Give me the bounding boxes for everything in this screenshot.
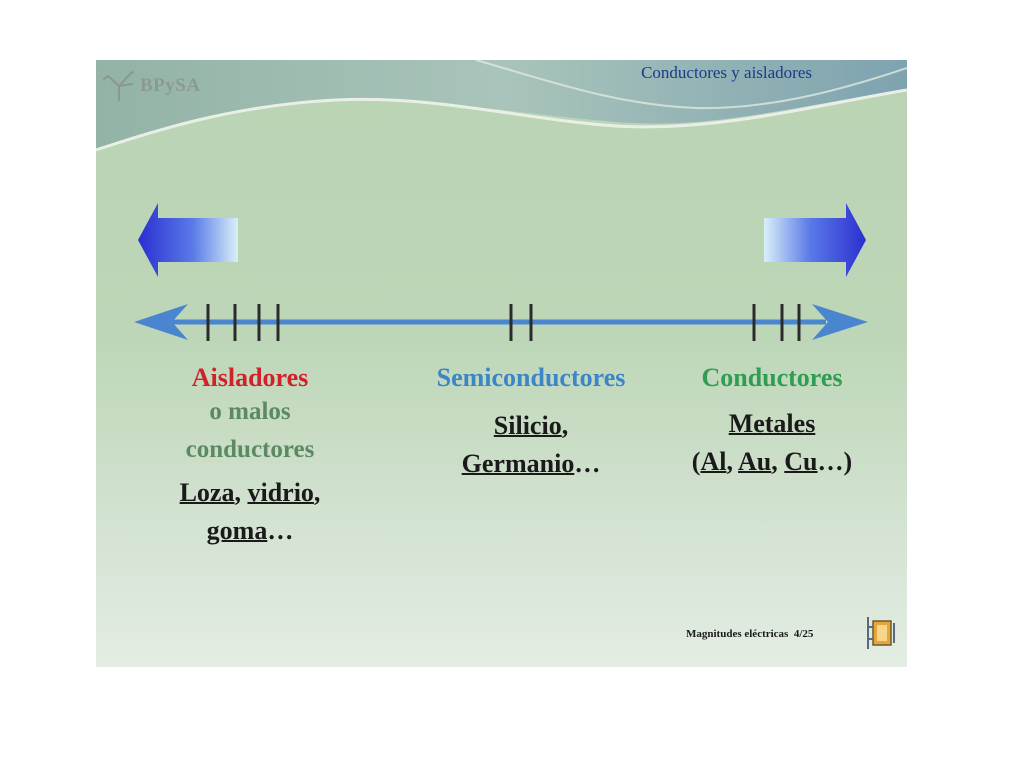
example-al: Al bbox=[700, 446, 727, 476]
conductors-heading: Conductores bbox=[701, 363, 843, 392]
example-goma: goma bbox=[206, 515, 268, 545]
arrow-right-icon bbox=[764, 203, 866, 277]
header-wave bbox=[96, 60, 907, 152]
semiconductors-heading: Semiconductores bbox=[436, 363, 626, 392]
axis-arrowhead-right bbox=[812, 304, 868, 340]
insulators-sub-line2: conductores bbox=[185, 435, 315, 463]
example-germanio: Germanio bbox=[461, 448, 575, 478]
tree-logo-icon bbox=[102, 70, 135, 102]
example-metales: Metales bbox=[728, 409, 816, 439]
slide-title: Conductores y aisladores bbox=[641, 63, 812, 82]
conductors-examples: Metales (Al, Au, Cu…) bbox=[691, 409, 853, 476]
example-vidrio: vidrio bbox=[247, 478, 314, 508]
example-cu: Cu bbox=[784, 446, 818, 476]
footer-text: Magnitudes eléctricas bbox=[686, 628, 789, 640]
logo-text: BPySA bbox=[140, 75, 201, 96]
insulators-sub-line1: o malos bbox=[209, 398, 291, 426]
semiconductors-examples: Silicio, Germanio… bbox=[461, 411, 601, 478]
conductors-column: Conductores Metales (Al, Au, Cu…) bbox=[656, 362, 888, 481]
logo: BPySA bbox=[102, 70, 201, 102]
example-loza: Loza bbox=[179, 478, 235, 508]
axis-arrowhead-left bbox=[134, 304, 188, 340]
conductivity-axis bbox=[134, 304, 868, 341]
page-number: 4/25 bbox=[793, 628, 814, 640]
example-au: Au bbox=[738, 446, 772, 476]
example-silicio: Silicio bbox=[493, 411, 562, 441]
slide: BPySA Conductores y aisladores bbox=[96, 60, 907, 667]
arrow-left-icon bbox=[138, 203, 238, 277]
circuit-icon bbox=[867, 617, 895, 649]
semiconductors-column: Semiconductores Silicio, Germanio… bbox=[386, 362, 676, 483]
insulators-heading: Aisladores bbox=[191, 363, 309, 392]
footer: Magnitudes eléctricas 4/25 bbox=[686, 628, 813, 640]
insulators-examples: Loza, vidrio, goma… bbox=[179, 478, 321, 545]
insulators-column: Aisladores o malos conductores Loza, vid… bbox=[130, 362, 370, 550]
